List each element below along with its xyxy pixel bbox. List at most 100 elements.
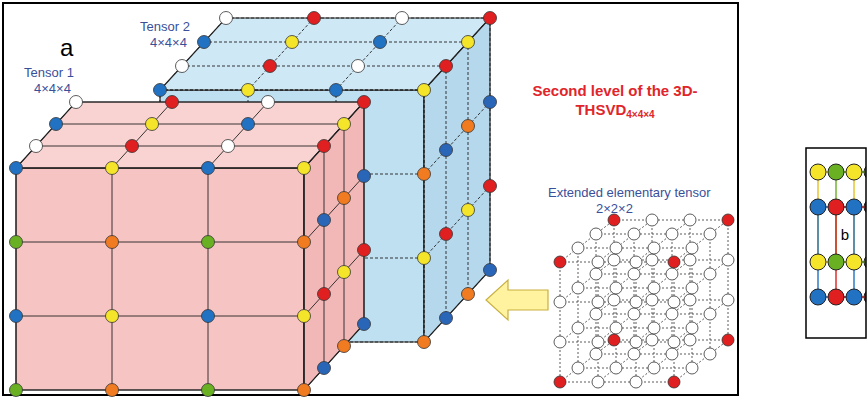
tensor-element (646, 214, 658, 226)
tensor-element (484, 12, 497, 25)
grid-line (636, 340, 690, 382)
tensor-element (630, 336, 642, 348)
tensor-element (630, 256, 642, 268)
tensor-element (106, 310, 119, 323)
heading-text: Second level of the 3D-THSVD (532, 82, 697, 118)
block-arrow (486, 280, 548, 320)
tensor-element (358, 318, 371, 331)
grid-line (596, 274, 710, 275)
tensor-element (298, 162, 311, 175)
tensor-element (666, 308, 678, 320)
grid-line (16, 168, 304, 169)
grid-line (304, 168, 305, 390)
grid-line (614, 220, 728, 221)
tensor-element (202, 384, 215, 397)
grid-line (578, 288, 692, 289)
tensor-element (358, 96, 371, 109)
tensor-element (590, 308, 602, 320)
grid-line (596, 354, 710, 355)
grid-line (336, 18, 402, 90)
tensor-element (126, 140, 139, 153)
grid-line (36, 146, 324, 147)
grid-line (636, 300, 690, 342)
tensor-element (630, 376, 642, 388)
tensor-element (704, 228, 716, 240)
tensor-element (418, 252, 431, 265)
grid-line (16, 242, 304, 243)
tensor-element (722, 214, 734, 226)
tensor-element (668, 296, 680, 308)
tensor-element (286, 36, 299, 49)
tensor-element (318, 140, 331, 153)
tensor-element (628, 308, 640, 320)
tensor-element (648, 322, 660, 334)
grid-element (846, 164, 862, 180)
tensor-element (242, 118, 255, 131)
tensor-element (554, 256, 566, 268)
tensor-element (202, 310, 215, 323)
grid-line (490, 18, 491, 270)
tensor-element (264, 60, 277, 73)
grid-line (424, 18, 490, 90)
tensor-element (318, 214, 331, 227)
tensor-element (704, 268, 716, 280)
grid-line (578, 248, 579, 368)
tensor-name: Tensor 2 (140, 20, 190, 35)
grid-line (578, 368, 692, 369)
grid-line (304, 250, 364, 316)
heading-subscript: 4×4×4 (626, 109, 654, 120)
grid-element (846, 199, 862, 215)
grid-line (674, 220, 728, 262)
grid-line (424, 18, 490, 90)
tensor-element (338, 192, 351, 205)
tensor-element (220, 12, 233, 25)
grid-line (446, 66, 447, 318)
tensor-element (590, 348, 602, 360)
tensor-face (424, 18, 490, 342)
tensor-element (484, 180, 497, 193)
tensor-element (352, 60, 365, 73)
tensor-element (418, 84, 431, 97)
tensor-element (722, 294, 734, 306)
grid-line (208, 168, 209, 390)
grid-line (598, 260, 652, 302)
tensor-element (242, 84, 255, 97)
grid-line (248, 18, 314, 90)
tensor-element (668, 256, 680, 268)
tensor-name: Extended elementary tensor (548, 186, 711, 201)
grid-element (828, 289, 844, 305)
grid-line (304, 168, 305, 390)
tensor-element (176, 60, 189, 73)
panel-letter: a (60, 34, 73, 62)
tensor-element (572, 242, 584, 254)
tensor-size: 4×4×4 (34, 82, 71, 97)
grid-line (304, 102, 364, 168)
tensor-element (166, 96, 179, 109)
tensor-element (610, 362, 622, 374)
tensor-element (10, 310, 23, 323)
tensor-element (462, 120, 475, 133)
grid-line (674, 260, 728, 302)
grid-element (828, 199, 844, 215)
tensor-element (10, 384, 23, 397)
tensor-element (308, 12, 321, 25)
grid-line (636, 260, 690, 302)
tensor-element (484, 96, 497, 109)
tensor-element (202, 236, 215, 249)
tensor-face (16, 168, 304, 390)
grid-element (846, 289, 862, 305)
tensor-1-cube (10, 96, 371, 397)
tensor-element (262, 96, 275, 109)
tensor-element (648, 362, 660, 374)
grid-line (710, 234, 711, 354)
grid-line (560, 260, 614, 302)
tensor-element (722, 254, 734, 266)
tensor-element (70, 96, 83, 109)
tensor-element (628, 228, 640, 240)
grid-line (16, 316, 304, 317)
tensor-element (666, 348, 678, 360)
grid-line (424, 186, 490, 258)
grid-line (560, 340, 614, 382)
tensor-element (686, 322, 698, 334)
grid-line (596, 234, 710, 235)
